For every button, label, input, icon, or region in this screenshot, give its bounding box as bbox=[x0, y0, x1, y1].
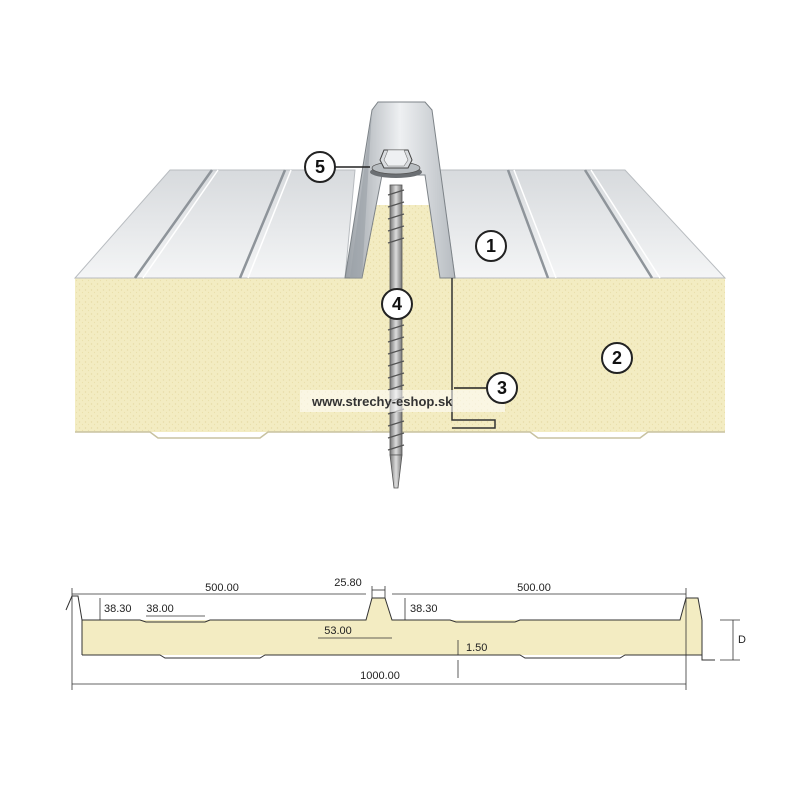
right-groove-2-light bbox=[590, 169, 661, 279]
section-foam bbox=[82, 598, 702, 655]
left-groove-1 bbox=[133, 169, 214, 279]
dim-left-rib-height: 38.30 bbox=[104, 603, 132, 615]
dim-rib-spacing: 38.00 bbox=[146, 603, 174, 615]
callout-2: 2 bbox=[601, 342, 633, 374]
section-left-edge bbox=[65, 595, 83, 655]
svg-text:3: 3 bbox=[497, 378, 507, 398]
dim-rib-top: 25.80 bbox=[334, 577, 362, 589]
right-groove-1-light bbox=[513, 169, 557, 279]
callout-4: 4 bbox=[381, 288, 413, 320]
left-groove-1-light bbox=[142, 169, 219, 279]
screw-head-washer bbox=[370, 149, 422, 178]
callout-3: 3 bbox=[454, 372, 518, 404]
svg-text:4: 4 bbox=[392, 294, 402, 314]
dimension-lines bbox=[71, 586, 740, 690]
svg-text:5: 5 bbox=[315, 157, 325, 177]
panel-3d-illustration: www.strechy-eshop.sk 1 2 3 4 5 bbox=[73, 101, 727, 489]
left-top-sheet bbox=[73, 169, 356, 279]
dim-right-width: 500.00 bbox=[517, 582, 551, 594]
right-groove-2 bbox=[583, 169, 654, 279]
left-groove-2-light bbox=[247, 169, 292, 279]
rib-shadow bbox=[350, 110, 372, 278]
dim-total-width: 1000.00 bbox=[360, 670, 400, 682]
foam-core-left bbox=[75, 210, 385, 432]
foam-core-rib bbox=[362, 205, 452, 432]
watermark-bg bbox=[300, 390, 505, 412]
screw-tip bbox=[389, 454, 403, 489]
svg-text:2: 2 bbox=[612, 348, 622, 368]
right-groove-1 bbox=[506, 169, 550, 279]
callout-5: 5 bbox=[304, 151, 370, 183]
section-bottom-profile bbox=[82, 654, 715, 661]
svg-text:1: 1 bbox=[486, 236, 496, 256]
dim-left-width: 500.00 bbox=[205, 582, 239, 594]
dim-depth: D bbox=[738, 634, 746, 646]
watermark-text: www.strechy-eshop.sk bbox=[311, 394, 453, 409]
dim-right-rib-height: 38.30 bbox=[410, 603, 438, 615]
callout-1: 1 bbox=[475, 230, 507, 262]
joint-seam bbox=[451, 278, 496, 429]
right-top-sheet bbox=[439, 169, 727, 279]
cross-section-drawing: 500.00 25.80 500.00 38.30 38.00 38.30 53… bbox=[65, 577, 746, 690]
central-rib bbox=[344, 101, 456, 279]
fastener-screw bbox=[387, 184, 405, 489]
dim-rib-base: 53.00 bbox=[324, 625, 352, 637]
dim-sheet-thickness: 1.50 bbox=[466, 642, 487, 654]
left-groove-2 bbox=[238, 169, 287, 279]
